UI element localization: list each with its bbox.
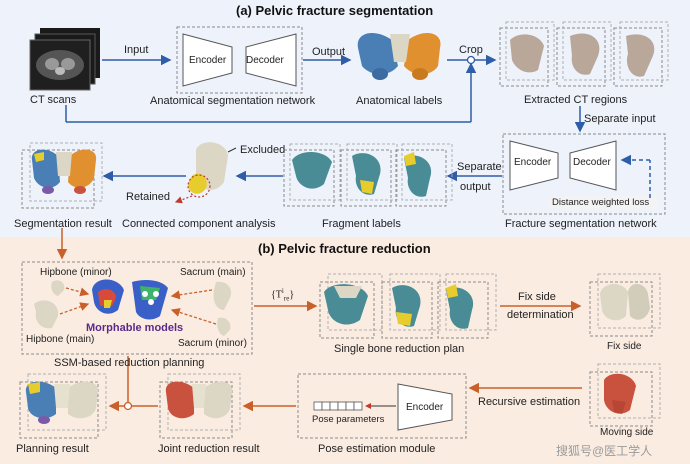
retained-label: Retained xyxy=(126,191,171,203)
reduction-section xyxy=(0,237,690,464)
output-label: Output xyxy=(312,46,346,58)
joint-reduction-pelvis xyxy=(159,373,241,439)
fix-side-determination-label-1: Fix side xyxy=(518,291,556,303)
ct-scans-stack xyxy=(29,28,100,91)
sacrum-minor-label: Sacrum (minor) xyxy=(178,338,247,349)
fix-side-determination-label-2: determination xyxy=(507,309,574,321)
morphable-models-label: Morphable models xyxy=(86,322,184,334)
crop-label: Crop xyxy=(459,44,483,56)
ssm-box xyxy=(21,261,253,355)
anatomical-encoder-decoder xyxy=(176,26,303,94)
segmentation-result-label: Segmentation result xyxy=(14,218,112,230)
section-a-title: (a) Pelvic fracture segmentation xyxy=(236,3,434,18)
separate-input-label: Separate input xyxy=(584,113,656,125)
extracted-ct-label: Extracted CT regions xyxy=(524,94,628,106)
sacrum-main-label: Sacrum (main) xyxy=(180,267,246,278)
morphable-model-shapes xyxy=(34,279,232,336)
moving-side-label: Moving side xyxy=(600,427,654,438)
anatomical-labels-label: Anatomical labels xyxy=(356,95,443,107)
hipbone-main-label: Hipbone (main) xyxy=(26,334,95,345)
fix-side-label: Fix side xyxy=(607,341,642,352)
pose-parameter-cells xyxy=(313,401,363,411)
transform-label: {Tire} xyxy=(271,287,295,303)
encoder2-label: Encoder xyxy=(514,157,552,168)
encoder-label: Encoder xyxy=(189,55,227,66)
connected-component-bone xyxy=(174,142,237,204)
fracture-network-label: Fracture segmentation network xyxy=(505,218,657,230)
separate-output-label-1: Separate xyxy=(457,161,502,173)
input-label: Input xyxy=(124,44,149,56)
distance-loss-label: Distance weighted loss xyxy=(552,197,650,208)
pose-parameters-label: Pose parameters xyxy=(312,414,385,425)
planning-result-pelvis xyxy=(19,373,107,439)
pose-encoder-label: Encoder xyxy=(406,402,444,413)
anatomical-labels-pelvis xyxy=(357,33,441,80)
ssm-planning-label: SSM-based reduction planning xyxy=(54,357,205,369)
fragment-labels-label: Fragment labels xyxy=(322,218,401,230)
connected-component-label: Connected component analysis xyxy=(122,218,276,230)
segmentation-result-pelvis xyxy=(21,142,103,209)
section-b-title: (b) Pelvic fracture reduction xyxy=(258,241,431,256)
recursive-estimation-label: Recursive estimation xyxy=(478,396,581,408)
planning-result-label: Planning result xyxy=(16,443,89,455)
separate-output-label-2: output xyxy=(460,181,491,193)
single-bone-plan-label: Single bone reduction plan xyxy=(334,343,465,355)
watermark: 搜狐号@医工学人 xyxy=(556,444,653,458)
ct-scans-label: CT scans xyxy=(30,94,77,106)
extracted-ct-regions xyxy=(499,21,669,87)
anatomical-network-label: Anatomical segmentation network xyxy=(150,95,316,107)
single-bone-plan-bones xyxy=(319,273,497,339)
fix-moving-side xyxy=(589,273,661,427)
excluded-label: Excluded xyxy=(240,144,286,156)
fracture-encoder-decoder xyxy=(502,133,666,215)
joint-result-label: Joint reduction result xyxy=(158,443,260,455)
hipbone-minor-label: Hipbone (minor) xyxy=(40,267,112,278)
pose-estimation-module xyxy=(297,373,467,439)
pose-module-label: Pose estimation module xyxy=(318,443,436,455)
decoder-label: Decoder xyxy=(246,55,284,66)
decoder2-label: Decoder xyxy=(573,157,611,168)
fragment-labels xyxy=(283,143,453,207)
